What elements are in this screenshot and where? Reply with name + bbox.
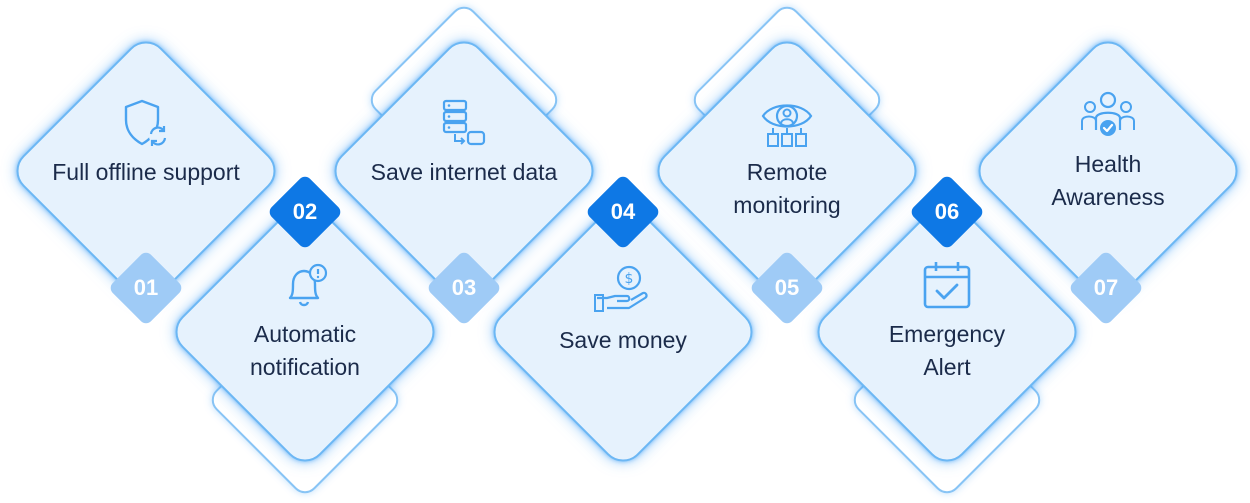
feature-label: Save money [559,327,687,353]
feature-card-2: Automatic notification [185,262,425,384]
feature-card-4: $ Save money [503,264,743,357]
feature-card-6: Emergency Alert [827,260,1067,384]
calendar-check-icon [923,262,971,309]
feature-card-7: Health Awareness [988,90,1228,214]
feature-label: Save internet data [370,159,558,185]
hand-coin-icon: $ [594,265,648,312]
svg-text:$: $ [625,271,634,287]
monitoring-eye-icon [761,104,813,147]
step-number: 05 [774,275,800,300]
step-badge-01: 01 [107,249,185,327]
step-number: 02 [292,199,318,224]
feature-label: Health Awareness [1051,151,1165,210]
step-badge-02: 02 [266,173,344,251]
step-number: 07 [1093,275,1119,300]
step-badge-06: 06 [908,173,986,251]
bell-alert-icon [288,263,328,307]
step-badge-05: 05 [748,249,826,327]
step-number: 03 [451,275,477,300]
feature-label: Full offline support [52,159,240,185]
feature-label: Remote monitoring [733,159,841,218]
step-badge-07: 07 [1067,249,1145,327]
step-badge-04: 04 [584,173,662,251]
step-number: 06 [934,199,960,224]
feature-card-1: Full offline support [26,98,266,189]
step-number: 04 [610,199,636,224]
feature-label: Automatic notification [250,321,360,380]
step-number: 01 [133,275,159,300]
people-check-icon [1081,91,1135,136]
feature-label: Emergency Alert [888,321,1006,380]
step-badge-03: 03 [425,249,503,327]
server-storage-icon [442,99,486,146]
feature-card-3: Save internet data [344,98,584,189]
shield-sync-icon [124,99,167,146]
feature-card-5: Remote monitoring [667,98,907,222]
